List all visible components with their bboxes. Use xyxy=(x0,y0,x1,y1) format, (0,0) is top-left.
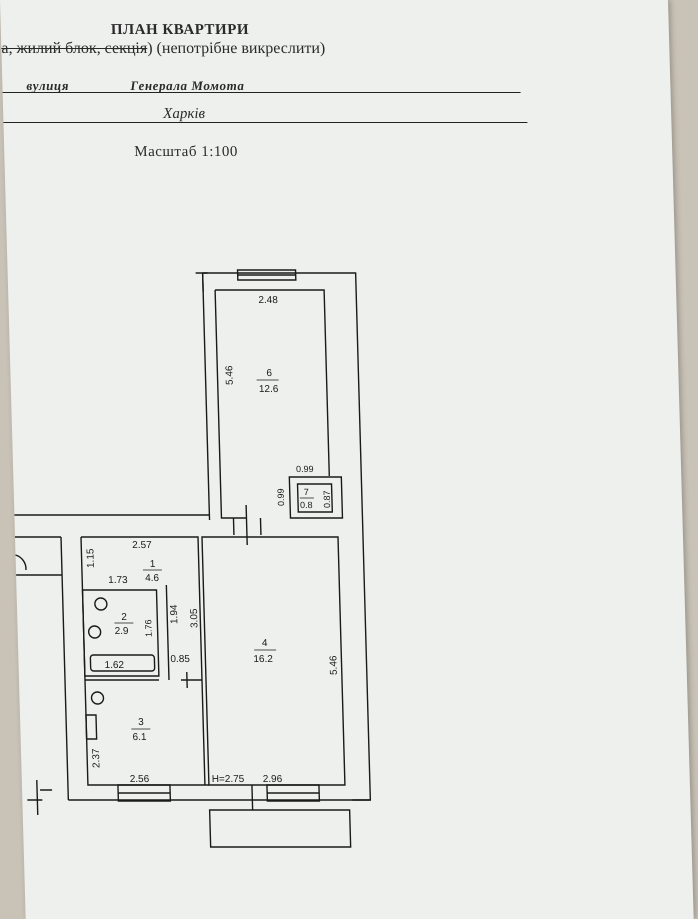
dim-room7-right: 0.87 xyxy=(322,490,332,508)
dim-room4-length: 5.46 xyxy=(328,655,340,675)
room3-area: 6.1 xyxy=(132,732,147,743)
dim-bath-depth: 1.76 xyxy=(143,619,153,637)
dim-kitchen-depth: 2.37 xyxy=(91,748,103,768)
stove-icon xyxy=(90,691,105,705)
room4-number: 4 xyxy=(262,638,268,649)
dim-bath-inner: 1.94 xyxy=(169,604,181,624)
dim-bath-width: 1.73 xyxy=(108,575,128,586)
dim-room7-width: 0.99 xyxy=(296,464,314,474)
dim-door-gap: 0.85 xyxy=(170,654,190,665)
room4-walls xyxy=(201,536,346,786)
room4-area: 16.2 xyxy=(253,654,273,665)
room2-number: 2 xyxy=(121,612,127,623)
sink-icon xyxy=(87,625,102,639)
room7-area: 0.8 xyxy=(300,500,313,510)
dim-room7-left: 0.99 xyxy=(276,488,286,506)
dim-room6-length: 5.46 xyxy=(224,365,236,385)
door-arc xyxy=(15,554,27,571)
room7-number: 7 xyxy=(304,487,309,497)
kitchen-sink-icon xyxy=(85,714,98,740)
bathroom-walls xyxy=(81,589,160,677)
outer-wall-right xyxy=(352,520,372,801)
inner-wall-room6 xyxy=(214,289,330,519)
room6-area: 12.6 xyxy=(259,384,279,395)
outer-wall xyxy=(201,272,364,520)
dim-corridor: 3.05 xyxy=(189,608,201,628)
room1-area: 4.6 xyxy=(145,573,160,584)
dim-hall-width: 2.57 xyxy=(132,540,152,551)
dim-kitchen-width: 2.56 xyxy=(130,774,150,785)
toilet-icon xyxy=(94,597,108,611)
room7-box xyxy=(288,476,344,519)
bathtub xyxy=(89,654,156,672)
room2-area: 2.9 xyxy=(114,626,129,637)
room6-number: 6 xyxy=(266,368,272,379)
balcony xyxy=(208,809,352,848)
dim-room6-width: 2.48 xyxy=(258,295,278,306)
ceiling-height: H=2.75 xyxy=(212,774,245,785)
room3-number: 3 xyxy=(138,717,144,728)
room1-number: 1 xyxy=(150,559,156,570)
dim-bath-bottom: 1.62 xyxy=(104,660,124,671)
dim-room4-width: 2.96 xyxy=(263,774,283,785)
dim-hall-depth: 1.15 xyxy=(85,548,97,568)
